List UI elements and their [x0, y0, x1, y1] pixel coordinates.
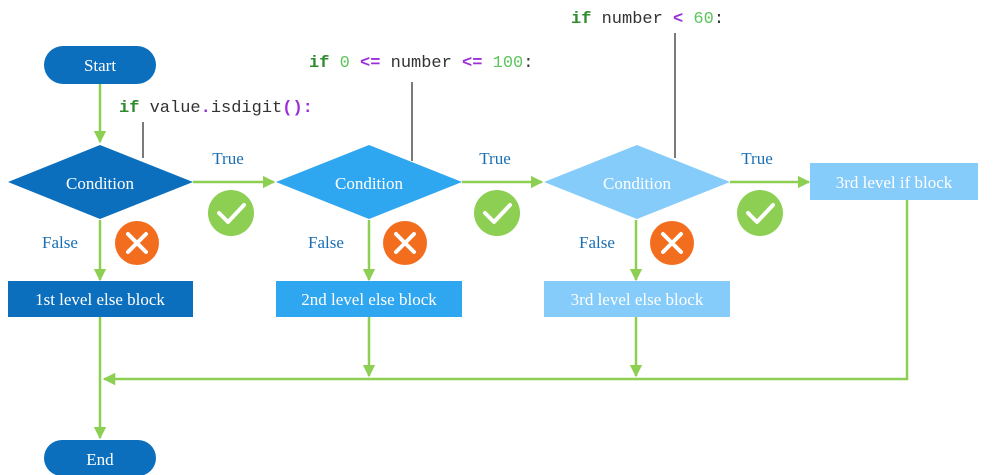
connectors: [93, 84, 909, 440]
false-label-1: False: [42, 233, 78, 252]
cross-icon: [383, 221, 427, 265]
arrow-if3-merge: [102, 200, 909, 386]
true-label-2: True: [479, 149, 511, 168]
true-label-3: True: [741, 149, 773, 168]
check-icon: [208, 190, 254, 236]
false-label-2: False: [308, 233, 344, 252]
false-label-3: False: [579, 233, 615, 252]
else-block-2: 2nd level else block: [276, 281, 462, 317]
condition-3-label: Condition: [603, 174, 672, 193]
cross-icon: [650, 221, 694, 265]
cross-icon: [115, 221, 159, 265]
condition-2: Condition: [276, 145, 462, 219]
code-line-range: if 0 <= number <= 100:: [309, 54, 533, 73]
else-block-1-label: 1st level else block: [35, 290, 165, 309]
code-line-lt60: if number < 60:: [571, 10, 724, 29]
condition-1: Condition: [8, 145, 193, 219]
end-label: End: [86, 450, 114, 469]
check-icon: [474, 190, 520, 236]
check-icon: [737, 190, 783, 236]
else-block-3-label: 3rd level else block: [571, 290, 704, 309]
end-terminal: End: [44, 440, 156, 475]
start-terminal: Start: [44, 46, 156, 84]
else-block-3: 3rd level else block: [544, 281, 730, 317]
else-block-1: 1st level else block: [8, 281, 193, 317]
start-label: Start: [84, 56, 116, 75]
if-block-3: 3rd level if block: [810, 163, 978, 200]
condition-1-label: Condition: [66, 174, 135, 193]
else-block-2-label: 2nd level else block: [301, 290, 437, 309]
edge-labels: True True True False False False: [42, 149, 773, 252]
if-block-3-label: 3rd level if block: [836, 173, 953, 192]
callout-lines: [142, 33, 676, 161]
true-label-1: True: [212, 149, 244, 168]
code-line-isdigit: if value.isdigit():: [119, 99, 313, 118]
condition-2-label: Condition: [335, 174, 404, 193]
condition-3: Condition: [544, 145, 730, 219]
